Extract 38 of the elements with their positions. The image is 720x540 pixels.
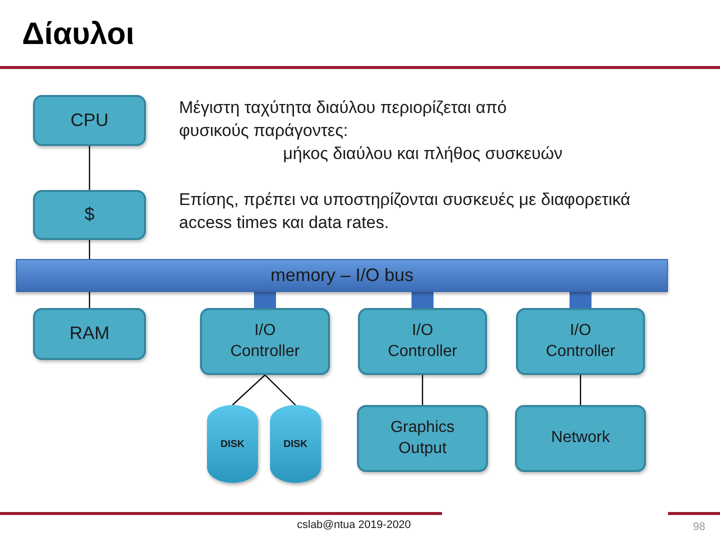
page-number: 98 <box>693 520 706 535</box>
body-text: μήκος διαύλου και πλήθος συσκευών <box>283 143 564 165</box>
connector-line <box>232 374 266 406</box>
bus-label: memory – I/O bus <box>270 264 414 287</box>
body-text: Μέγιστη ταχύτητα διαύλου περιορίζεται από φυσικούς παράγοντες: <box>179 97 508 142</box>
node-label: I/O Controller <box>544 320 616 362</box>
bus-connector <box>570 292 592 308</box>
connector-line <box>580 375 582 405</box>
component-box <box>515 405 646 472</box>
bus-bar <box>16 259 668 292</box>
component-box <box>358 308 487 375</box>
component-box <box>33 308 146 360</box>
node-label: I/O Controller <box>229 320 301 362</box>
node-label: Network <box>551 428 610 448</box>
disk-cylinder <box>207 405 258 483</box>
node-label: RAM <box>70 322 110 346</box>
node-label: CPU <box>70 108 108 132</box>
connector-line <box>264 374 296 406</box>
disk-cylinder <box>270 405 321 483</box>
component-box <box>516 308 645 375</box>
node-label: DISK <box>284 438 308 450</box>
slide-title: Δίαυλοι <box>22 15 134 53</box>
connector-line <box>88 240 90 259</box>
component-box <box>33 190 146 240</box>
bus-connector <box>412 292 434 308</box>
body-text: Επίσης, πρέπει να υποστηρίζονται συσκευές με διαφορετικά access times και data rates. <box>179 189 632 234</box>
bus-connector <box>254 292 276 308</box>
component-box <box>200 308 330 375</box>
component-box <box>33 95 146 146</box>
footer-text: cslab@ntua 2019-2020 <box>297 518 411 533</box>
node-label: $ <box>84 203 94 226</box>
node-label: Graphics Output <box>389 418 456 458</box>
node-label: DISK <box>220 438 244 450</box>
connector-line <box>88 292 90 308</box>
component-box <box>357 405 488 472</box>
connector-line <box>422 375 424 405</box>
node-label: I/O Controller <box>386 320 458 362</box>
connector-line <box>88 146 90 190</box>
